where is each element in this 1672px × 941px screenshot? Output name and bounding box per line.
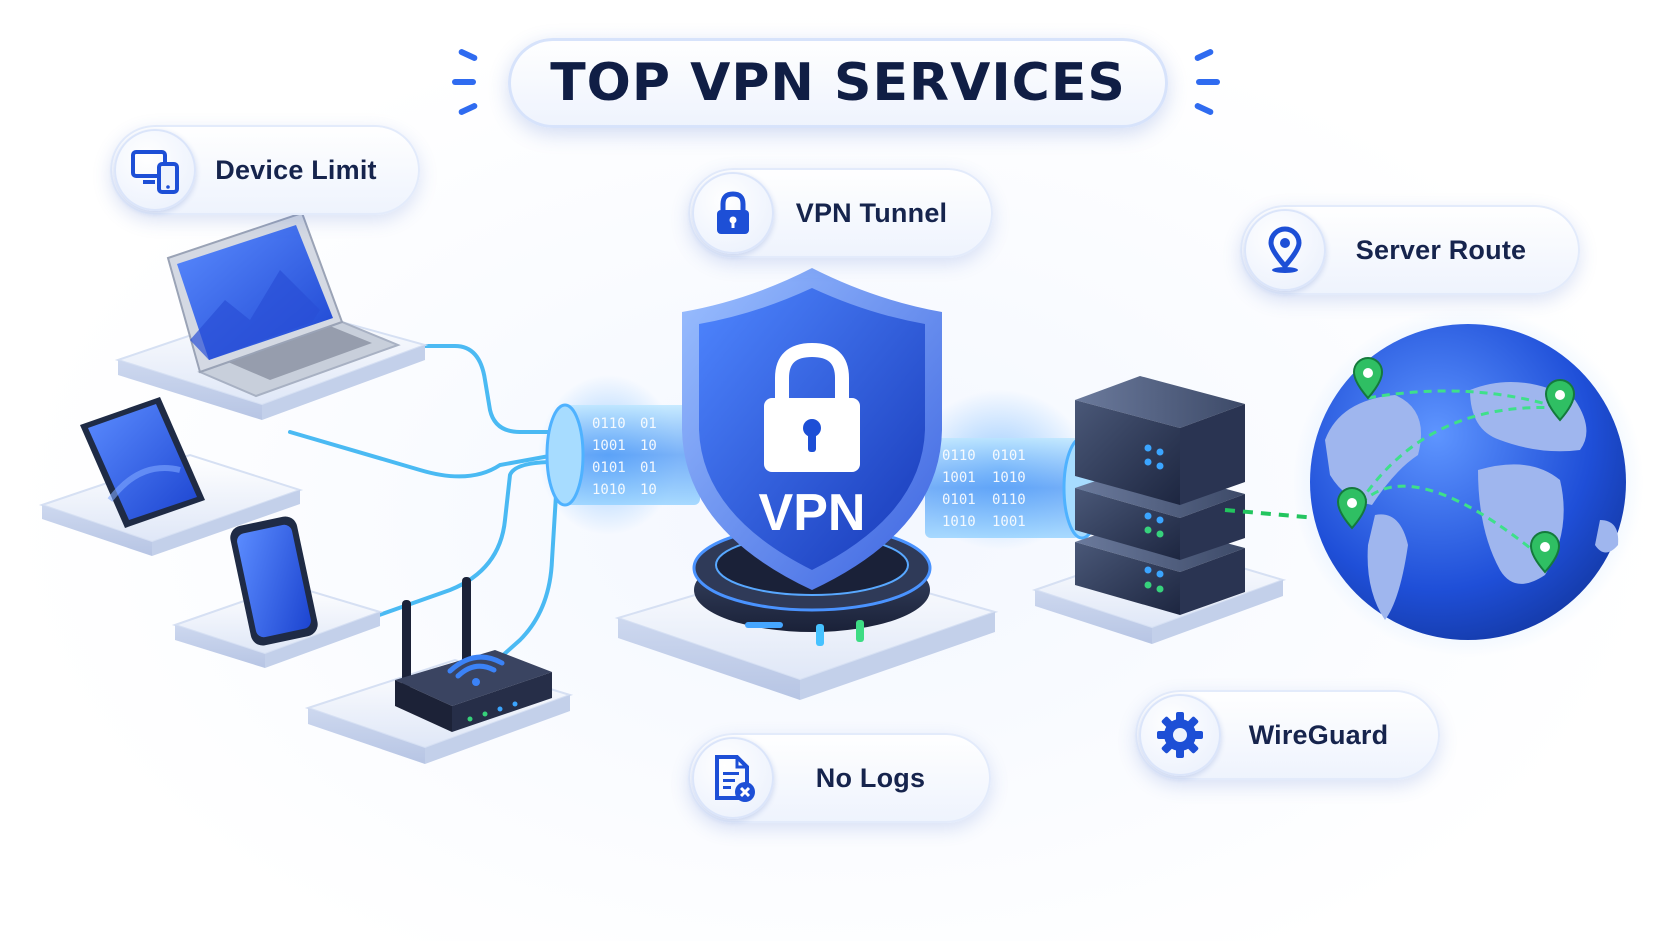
- label-text: Server Route: [1355, 234, 1527, 265]
- label-vpn-tunnel: VPN Tunnel: [688, 168, 993, 258]
- svg-text:0110: 0110: [992, 492, 1026, 508]
- svg-text:1010: 1010: [592, 482, 626, 498]
- laptop-icon: [166, 211, 401, 398]
- label-device-limit: Device Limit: [110, 125, 420, 215]
- lock-icon: [692, 172, 774, 254]
- server-stack-icon: [1075, 376, 1245, 615]
- label-wireguard: WireGuard: [1135, 690, 1440, 780]
- label-server-route: Server Route: [1240, 205, 1580, 295]
- svg-text:01: 01: [640, 416, 657, 432]
- svg-text:0101: 0101: [992, 448, 1026, 464]
- svg-text:10: 10: [640, 482, 657, 498]
- title-spark: [452, 79, 476, 85]
- svg-text:1010: 1010: [992, 470, 1026, 486]
- svg-text:1001: 1001: [592, 438, 626, 454]
- page-title: TOP VPN SERVICES: [550, 53, 1126, 113]
- svg-text:1001: 1001: [992, 514, 1026, 530]
- gear-icon: [1139, 694, 1221, 776]
- label-text: No Logs: [815, 762, 926, 793]
- label-no-logs: No Logs: [688, 733, 991, 823]
- label-text: WireGuard: [1248, 719, 1389, 750]
- svg-text:1010: 1010: [942, 514, 976, 530]
- svg-text:01: 01: [640, 460, 657, 476]
- router-icon: [395, 577, 552, 732]
- data-tunnel-right: 0110 0101 1001 1010 0101 0110 1010 1001: [910, 390, 1102, 550]
- svg-text:0110: 0110: [592, 416, 626, 432]
- svg-text:10: 10: [640, 438, 657, 454]
- map-pin-icon: [1244, 209, 1326, 291]
- svg-text:0101: 0101: [942, 492, 976, 508]
- svg-text:0110: 0110: [942, 448, 976, 464]
- label-text: VPN Tunnel: [795, 197, 948, 228]
- shield-vpn-label: VPN: [759, 484, 866, 542]
- devices-icon: [114, 129, 196, 211]
- globe-icon: [1293, 307, 1643, 657]
- title-spark: [1196, 79, 1220, 85]
- title-banner: TOP VPN SERVICES: [508, 38, 1168, 128]
- label-text: Device Limit: [215, 154, 377, 185]
- svg-text:1001: 1001: [942, 470, 976, 486]
- tablet-icon: [80, 397, 205, 528]
- document-x-icon: [692, 737, 774, 819]
- svg-text:0101: 0101: [592, 460, 626, 476]
- phone-icon: [230, 516, 318, 646]
- vpn-shield-icon: VPN: [682, 268, 942, 590]
